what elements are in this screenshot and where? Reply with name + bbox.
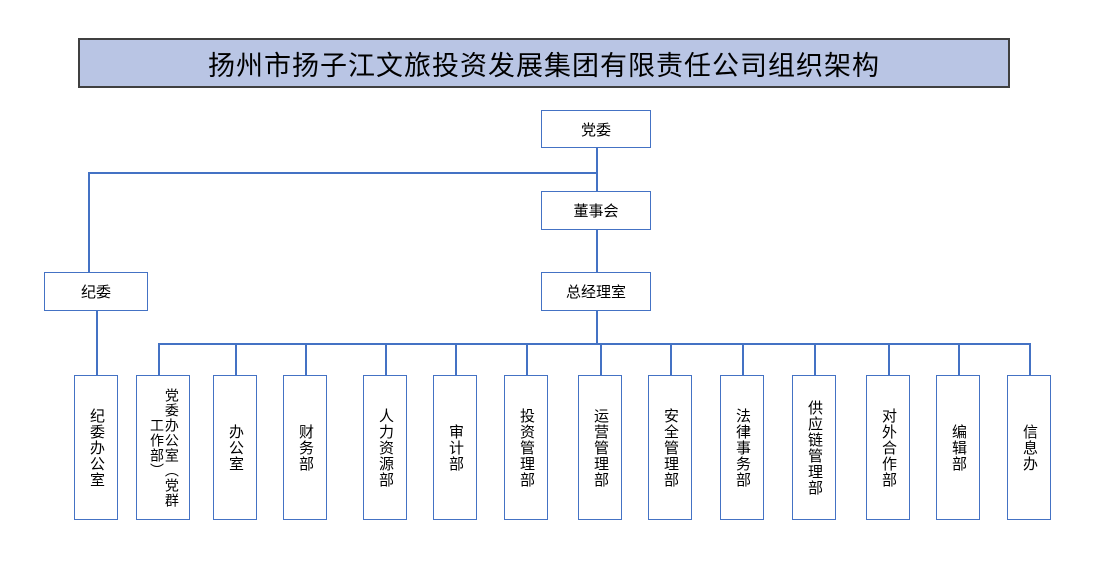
node-board[interactable]: 董事会 (541, 191, 651, 230)
node-label: 董事会 (573, 202, 619, 220)
node-dept-operations[interactable]: 运营管理部 (578, 375, 622, 520)
node-dept-legal[interactable]: 法律事务部 (720, 375, 764, 520)
node-gm-office[interactable]: 总经理室 (541, 272, 651, 311)
connector-drop-dept14 (1029, 343, 1031, 375)
node-dept-discipline-office[interactable]: 纪委办公室 (74, 375, 118, 520)
node-party-committee[interactable]: 党委 (541, 110, 651, 148)
node-dept-audit[interactable]: 审计部 (433, 375, 477, 520)
node-label: 审计部 (446, 423, 465, 472)
connector-board-to-gm (596, 230, 598, 272)
node-label: 办公室 (226, 423, 245, 472)
connector-party-horizontal (88, 172, 598, 174)
node-dept-safety[interactable]: 安全管理部 (648, 375, 692, 520)
connector-dept-bus (158, 343, 1031, 345)
node-dept-hr[interactable]: 人力资源部 (363, 375, 407, 520)
connector-drop-dept3 (235, 343, 237, 375)
connector-drop-dept4 (305, 343, 307, 375)
node-label: 安全管理部 (661, 407, 680, 488)
connector-drop-dept5 (385, 343, 387, 375)
node-label: 投资管理部 (517, 407, 536, 488)
node-dept-investment[interactable]: 投资管理部 (504, 375, 548, 520)
node-label: 党委 (580, 120, 611, 139)
connector-drop-dept9 (670, 343, 672, 375)
node-label: 党委办公室（党群工作部） (148, 387, 179, 508)
node-discipline-committee[interactable]: 纪委 (44, 272, 148, 311)
connector-drop-dept11 (814, 343, 816, 375)
node-label: 法律事务部 (733, 407, 752, 488)
node-label: 纪委办公室 (87, 407, 106, 488)
connector-drop-dept7 (526, 343, 528, 375)
node-dept-information[interactable]: 信息办 (1007, 375, 1051, 520)
node-label: 对外合作部 (879, 407, 898, 488)
chart-title-banner: 扬州市扬子江文旅投资发展集团有限责任公司组织架构 (78, 38, 1010, 88)
connector-discipline-down (88, 172, 90, 272)
connector-drop-dept13 (958, 343, 960, 375)
page-title: 扬州市扬子江文旅投资发展集团有限责任公司组织架构 (208, 50, 880, 82)
node-dept-external-cooperation[interactable]: 对外合作部 (866, 375, 910, 520)
node-dept-finance[interactable]: 财务部 (283, 375, 327, 520)
connector-drop-dept6 (455, 343, 457, 375)
node-dept-office[interactable]: 办公室 (213, 375, 257, 520)
node-label: 人力资源部 (376, 407, 395, 488)
connector-drop-dept10 (742, 343, 744, 375)
connector-board-down (596, 172, 598, 191)
node-label: 信息办 (1020, 423, 1039, 472)
connector-gm-down (596, 311, 598, 344)
node-label: 供应链管理部 (805, 399, 824, 496)
node-label: 纪委 (80, 283, 111, 301)
node-label: 总经理室 (565, 283, 626, 301)
connector-drop-dept2 (158, 343, 160, 375)
node-label: 编辑部 (949, 423, 968, 472)
connector-drop-dept8 (600, 343, 602, 375)
node-label: 财务部 (296, 423, 315, 472)
node-dept-editorial[interactable]: 编辑部 (936, 375, 980, 520)
connector-drop-dept12 (888, 343, 890, 375)
connector-discipline-to-dept1 (96, 311, 98, 375)
node-dept-supply-chain[interactable]: 供应链管理部 (792, 375, 836, 520)
node-dept-party-office[interactable]: 党委办公室（党群工作部） (136, 375, 190, 520)
connector-party-down (596, 148, 598, 173)
node-label: 运营管理部 (591, 407, 610, 488)
